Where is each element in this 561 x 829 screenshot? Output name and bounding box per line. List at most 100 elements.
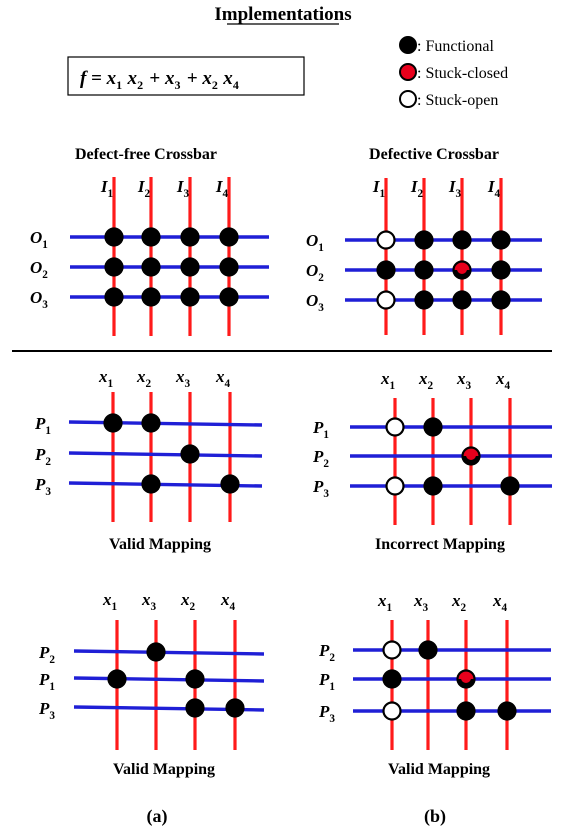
incorrect-mapping-column-label-3: x3 (456, 369, 472, 392)
defective-crossbar-stuck-open-junction-r1c1 (376, 230, 396, 250)
valid-mapping-2-functional-junction-r2c3 (185, 669, 205, 689)
valid-mapping-1-column-label-3: x3 (175, 367, 191, 390)
functional-legend-marker (399, 36, 417, 54)
valid-mapping-3-title: Valid Mapping (388, 761, 490, 778)
figure-title: Implementations (214, 4, 351, 25)
valid-mapping-3-row-label-1: P2 (318, 641, 335, 664)
valid-mapping-2-column-label-4: x4 (220, 590, 236, 613)
defect-free-crossbar-functional-junction-r2c4 (219, 257, 239, 277)
defective-crossbar-column-label-2: I2 (410, 177, 424, 200)
defect-free-crossbar-column-label-3: I3 (176, 177, 190, 200)
defective-crossbar-functional-junction-r1c2 (414, 230, 434, 250)
functional-legend-label: : Functional (417, 38, 494, 55)
defective-crossbar-stuck-closed-core-r2c3 (457, 264, 467, 274)
defect-free-crossbar-functional-junction-r3c3 (180, 287, 200, 307)
valid-mapping-3-column-label-4: x4 (492, 591, 508, 614)
valid-mapping-2-functional-junction-r3c4 (225, 698, 245, 718)
valid-mapping-3-stuck-open-junction-r3c1 (382, 701, 402, 721)
defective-crossbar-stuck-open-junction-r3c1 (376, 290, 396, 310)
defect-free-crossbar-row-label-3: O3 (30, 288, 48, 311)
defective-crossbar-stuck-closed-shade-r2c3 (453, 270, 471, 279)
incorrect-mapping-functional-junction-r3c2 (423, 476, 443, 496)
defect-free-crossbar-functional-junction-r3c4 (219, 287, 239, 307)
incorrect-mapping-stuck-open-junction-r1c1 (385, 417, 405, 437)
defect-free-crossbar-functional-junction-r1c4 (219, 227, 239, 247)
formula-box (67, 56, 305, 96)
defective-crossbar-functional-junction-r2c2 (414, 260, 434, 280)
incorrect-mapping-stuck-open-junction-r3c1 (385, 476, 405, 496)
defect-free-crossbar-functional-junction-r2c1 (104, 257, 124, 277)
valid-mapping-3-functional-junction-r3c4 (497, 701, 517, 721)
valid-mapping-3-row-label-3: P3 (318, 702, 335, 725)
defective-crossbar-column-label-1: I1 (372, 177, 386, 200)
valid-mapping-1-column-label-1: x1 (98, 367, 114, 390)
valid-mapping-3-stuck-closed-shade-r2c3 (457, 679, 475, 688)
incorrect-mapping-functional-junction-r3c4 (500, 476, 520, 496)
valid-mapping-2-row-wire-1 (73, 649, 265, 656)
defective-crossbar-functional-junction-r1c4 (491, 230, 511, 250)
defective-crossbar-column-label-4: I4 (487, 177, 501, 200)
valid-mapping-1-title: Valid Mapping (109, 536, 211, 553)
defect-free-crossbar-row-label-2: O2 (30, 258, 48, 281)
defective-crossbar-functional-junction-r3c4 (491, 290, 511, 310)
valid-mapping-1-column-label-4: x4 (215, 367, 231, 390)
defective-crossbar-functional-junction-r3c2 (414, 290, 434, 310)
valid-mapping-1-functional-junction-r1c1 (103, 413, 123, 433)
incorrect-mapping-column-label-4: x4 (495, 369, 511, 392)
valid-mapping-2-row-label-1: P2 (38, 643, 55, 666)
defective-crossbar-functional-junction-r3c3 (452, 290, 472, 310)
valid-mapping-3-stuck-closed-core-r2c3 (461, 673, 471, 683)
legend: : Functional: Stuck-closed: Stuck-open (399, 36, 508, 109)
defect-free-crossbar-row-label-1: O1 (30, 228, 48, 251)
incorrect-mapping-row-label-3: P3 (312, 477, 329, 500)
incorrect-mapping-column-label-2: x2 (418, 369, 434, 392)
valid-mapping-1-row-label-3: P3 (34, 475, 51, 498)
defect-free-crossbar-functional-junction-r3c1 (104, 287, 124, 307)
defect-free-crossbar-functional-junction-r2c2 (141, 257, 161, 277)
valid-mapping-2-functional-junction-r2c1 (107, 669, 127, 689)
valid-mapping-1-functional-junction-r1c2 (141, 413, 161, 433)
subfigure-label-a: (a) (147, 806, 168, 827)
stuck-closed-legend-label: : Stuck-closed (417, 65, 508, 82)
defect-free-crossbar-column-label-2: I2 (137, 177, 151, 200)
valid-mapping-2-title: Valid Mapping (113, 761, 215, 778)
valid-mapping-2-row-label-3: P3 (38, 699, 55, 722)
incorrect-mapping-row-label-2: P2 (312, 447, 329, 470)
valid-mapping-1-row-label-2: P2 (34, 445, 51, 468)
defect-free-crossbar-functional-junction-r1c1 (104, 227, 124, 247)
stuck-closed-legend-marker (399, 63, 417, 81)
valid-mapping-2-row-wire-2 (73, 676, 265, 683)
incorrect-mapping-title: Incorrect Mapping (375, 536, 505, 553)
defect-free-crossbar-column-label-4: I4 (215, 177, 229, 200)
valid-mapping-2-column-label-1: x1 (102, 590, 118, 613)
defect-free-crossbar-column-label-1: I1 (100, 177, 114, 200)
incorrect-mapping-functional-junction-r1c2 (423, 417, 443, 437)
valid-mapping-3-column-label-3: x2 (451, 591, 467, 614)
defective-crossbar-functional-junction-r2c4 (491, 260, 511, 280)
valid-mapping-3-functional-junction-r3c3 (456, 701, 476, 721)
defect-free-crossbar-functional-junction-r2c3 (180, 257, 200, 277)
valid-mapping-3-stuck-open-junction-r1c1 (382, 640, 402, 660)
boolean-formula: f = x1 x2 + x3 + x2 x4 (80, 68, 240, 92)
incorrect-mapping-column-label-1: x1 (380, 369, 396, 392)
incorrect-mapping-stuck-closed-core-r2c3 (466, 450, 476, 460)
valid-mapping-1-row-wire-1 (68, 420, 263, 427)
defective-crossbar-column-label-3: I3 (448, 177, 462, 200)
defective-crossbar-row-label-1: O1 (306, 231, 324, 254)
defective-crossbar-title: Defective Crossbar (369, 146, 499, 163)
valid-mapping-2-column-label-3: x2 (180, 590, 196, 613)
incorrect-mapping-stuck-closed-shade-r2c3 (462, 456, 480, 465)
valid-mapping-1-row-wire-2 (68, 451, 263, 458)
defect-free-crossbar-functional-junction-r1c3 (180, 227, 200, 247)
valid-mapping-1-functional-junction-r2c3 (180, 444, 200, 464)
defect-free-crossbar-functional-junction-r3c2 (141, 287, 161, 307)
valid-mapping-2-row-label-2: P1 (38, 670, 55, 693)
